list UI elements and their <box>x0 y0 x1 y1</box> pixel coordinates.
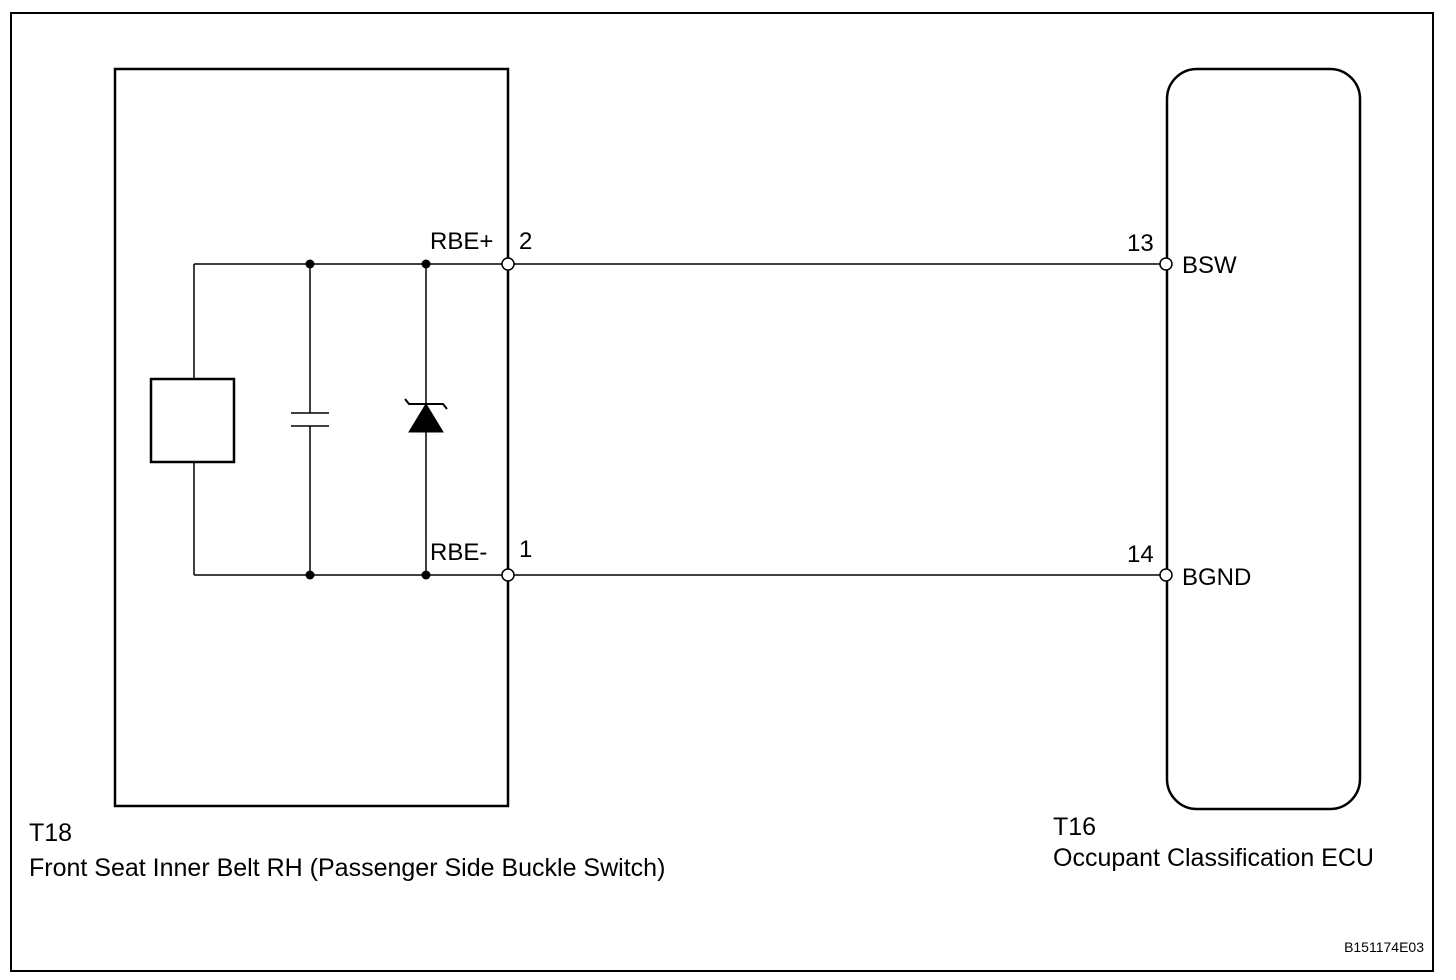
component-name-t16: Occupant Classification ECU <box>1053 844 1374 872</box>
terminal-t16-13 <box>1159 257 1173 271</box>
buckle-switch-element <box>149 377 236 464</box>
terminal-t18-2 <box>501 257 515 271</box>
terminal-t18-1 <box>501 568 515 582</box>
component-code-t16: T16 <box>1053 813 1096 841</box>
pin-number-1: 1 <box>519 536 532 563</box>
t18-internal-circuit <box>193 263 508 576</box>
component-t18-body <box>113 67 510 808</box>
junction-dots <box>305 259 431 580</box>
pin-number-14: 14 <box>1127 541 1154 568</box>
connector-terminals <box>501 257 1173 582</box>
pin-name-rbe-plus: RBE+ <box>430 228 493 255</box>
component-name-t18: Front Seat Inner Belt RH (Passenger Side… <box>29 854 665 882</box>
pin-number-13: 13 <box>1127 230 1154 257</box>
pin-name-bsw: BSW <box>1182 252 1237 279</box>
zener-diode-symbol <box>404 398 448 433</box>
capacitor-symbol <box>291 412 329 427</box>
external-wires <box>508 263 1167 576</box>
component-code-t18: T18 <box>29 819 72 847</box>
diagram-frame <box>10 12 1434 972</box>
component-t16-body <box>1165 67 1362 811</box>
figure-reference-code: B151174E03 <box>1344 939 1424 955</box>
pin-name-bgnd: BGND <box>1182 564 1251 591</box>
terminal-t16-14 <box>1159 568 1173 582</box>
pin-name-rbe-minus: RBE- <box>430 539 487 566</box>
pin-number-2: 2 <box>519 228 532 255</box>
